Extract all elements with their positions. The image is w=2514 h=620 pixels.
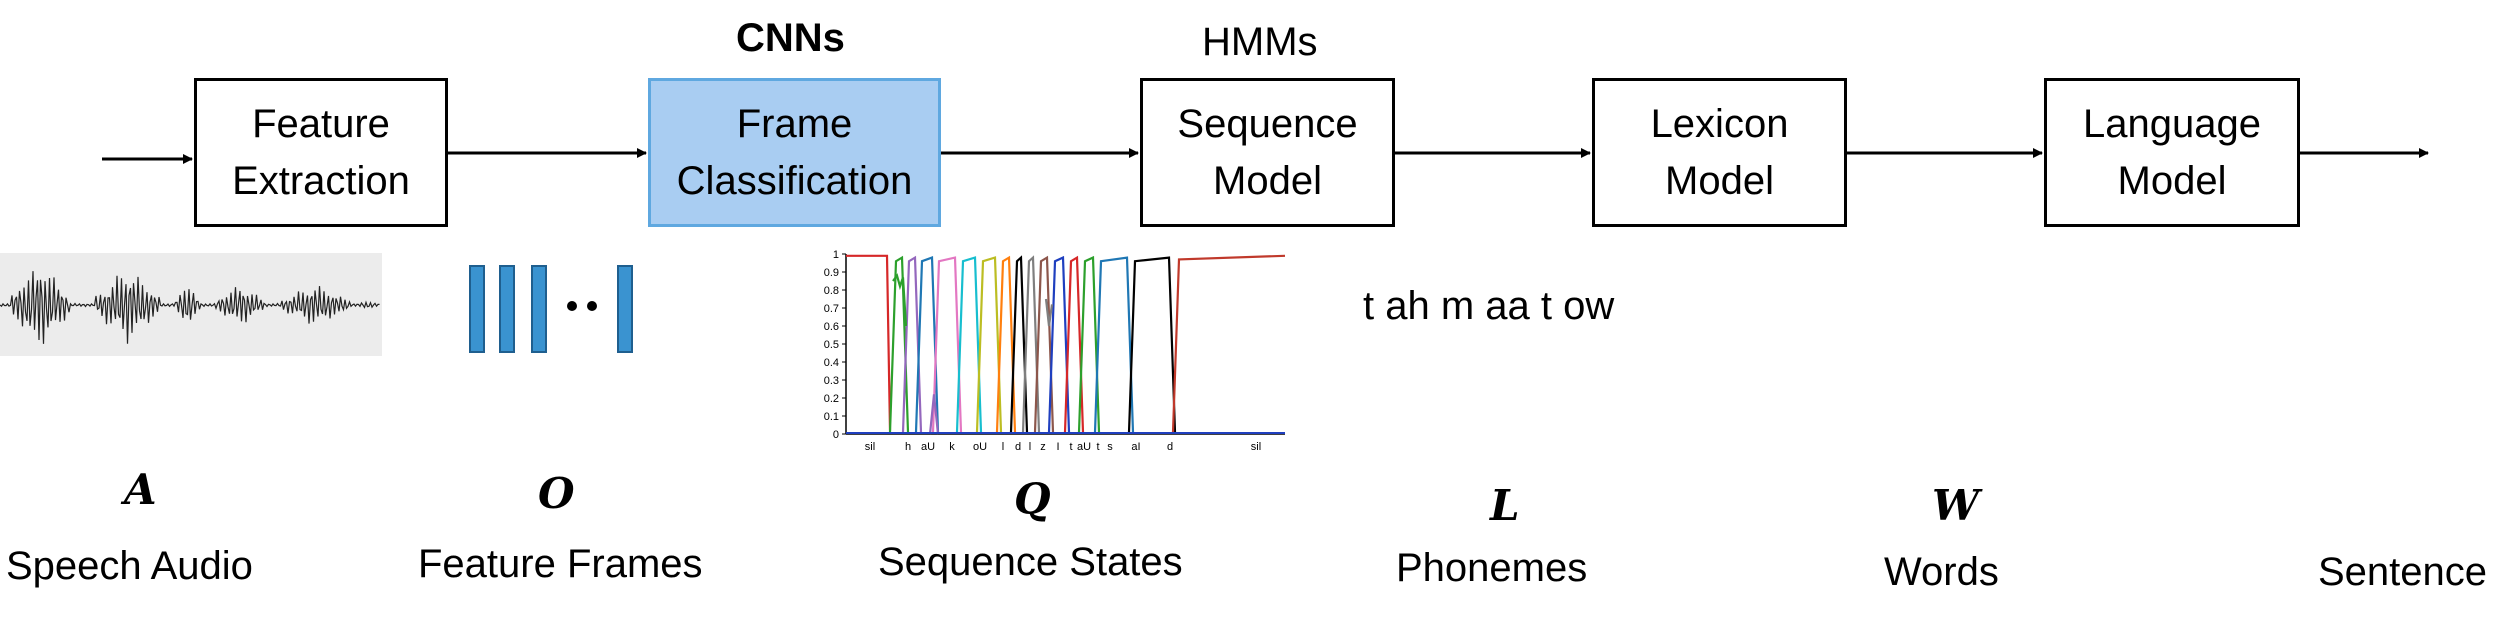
state-posterior-curve	[1009, 255, 1029, 433]
feature-frames	[469, 265, 633, 353]
x-tick-label: d	[1167, 441, 1173, 453]
frame-classification-box: Frame Classification	[648, 78, 941, 227]
y-tick-label: 1	[833, 249, 839, 261]
x-tick-label: z	[1040, 441, 1046, 453]
lexicon-model-box: Lexicon Model	[1592, 78, 1847, 227]
state-posterior-curve	[955, 256, 983, 433]
state-posterior-curve	[1171, 254, 1286, 433]
state-posterior-curve	[1021, 255, 1041, 433]
pipeline-arrows	[102, 148, 2429, 164]
x-tick-label: d	[1015, 441, 1021, 453]
x-tick-label: l	[1029, 441, 1031, 453]
state-posterior-curve	[1093, 256, 1135, 433]
cnns-annotation: CNNs	[736, 16, 845, 60]
state-posterior-curve	[975, 256, 1003, 433]
symbol-states: Q	[1014, 474, 1051, 523]
symbol-observations: O	[538, 469, 575, 518]
state-posterior-curve	[1077, 255, 1101, 433]
x-tick-label: I	[1056, 441, 1059, 453]
x-tick-label: oU	[973, 441, 987, 453]
x-tick-label: t	[1069, 441, 1072, 453]
x-tick-label: h	[905, 441, 911, 453]
feature-extraction-box: Feature Extraction	[194, 78, 448, 227]
label-sequence-states: Sequence States	[878, 540, 1183, 584]
x-tick-label: k	[949, 441, 955, 453]
y-tick-label: 0.1	[824, 411, 839, 423]
y-tick-label: 0.7	[824, 303, 839, 315]
state-posterior-curve	[1063, 255, 1085, 433]
y-tick-label: 0	[833, 429, 839, 441]
state-posterior-curve	[1044, 298, 1054, 327]
y-tick-label: 0.3	[824, 375, 839, 387]
x-tick-label: aU	[1077, 441, 1091, 453]
speech-waveform	[0, 253, 382, 356]
state-posterior-curve	[846, 254, 892, 431]
sequence-model-box: Sequence Model	[1140, 78, 1395, 227]
state-posterior-curve	[1033, 255, 1055, 433]
state-posterior-curve	[892, 273, 908, 327]
symbol-words: W	[1932, 481, 1980, 530]
x-tick-label: sil	[865, 441, 875, 453]
language-model-box: Language Model	[2044, 78, 2300, 227]
state-posterior-curve	[1047, 255, 1071, 433]
x-tick-label: aU	[921, 441, 935, 453]
y-tick-label: 0.9	[824, 267, 839, 279]
x-tick-label: s	[1107, 441, 1113, 453]
label-feature-frames: Feature Frames	[418, 542, 703, 586]
label-sentence: Sentence	[2318, 550, 2488, 594]
y-tick-label: 0.5	[824, 339, 839, 351]
y-tick-label: 0.8	[824, 285, 839, 297]
y-tick-label: 0.6	[824, 321, 839, 333]
feature-frames-ellipsis	[567, 301, 597, 311]
y-tick-label: 0.4	[824, 357, 839, 369]
symbol-phonemes: L	[1490, 481, 1520, 530]
state-posterior-curve	[995, 255, 1017, 433]
label-speech-audio: Speech Audio	[6, 544, 253, 588]
state-posterior-curve	[1127, 256, 1177, 433]
x-tick-label: l	[1002, 441, 1004, 453]
x-tick-label: sil	[1251, 441, 1261, 453]
state-posterior-curve	[928, 394, 940, 435]
symbol-audio: A	[124, 465, 157, 514]
label-words: Words	[1884, 550, 1999, 594]
x-tick-label: t	[1096, 441, 1099, 453]
label-phonemes: Phonemes	[1396, 546, 1588, 590]
x-tick-label: aI	[1131, 441, 1140, 453]
y-tick-label: 0.2	[824, 393, 839, 405]
state-posterior-curve	[931, 256, 963, 433]
phoneme-sequence: t ah m aa t ow	[1363, 284, 1615, 328]
hmms-annotation: HMMs	[1202, 20, 1318, 64]
